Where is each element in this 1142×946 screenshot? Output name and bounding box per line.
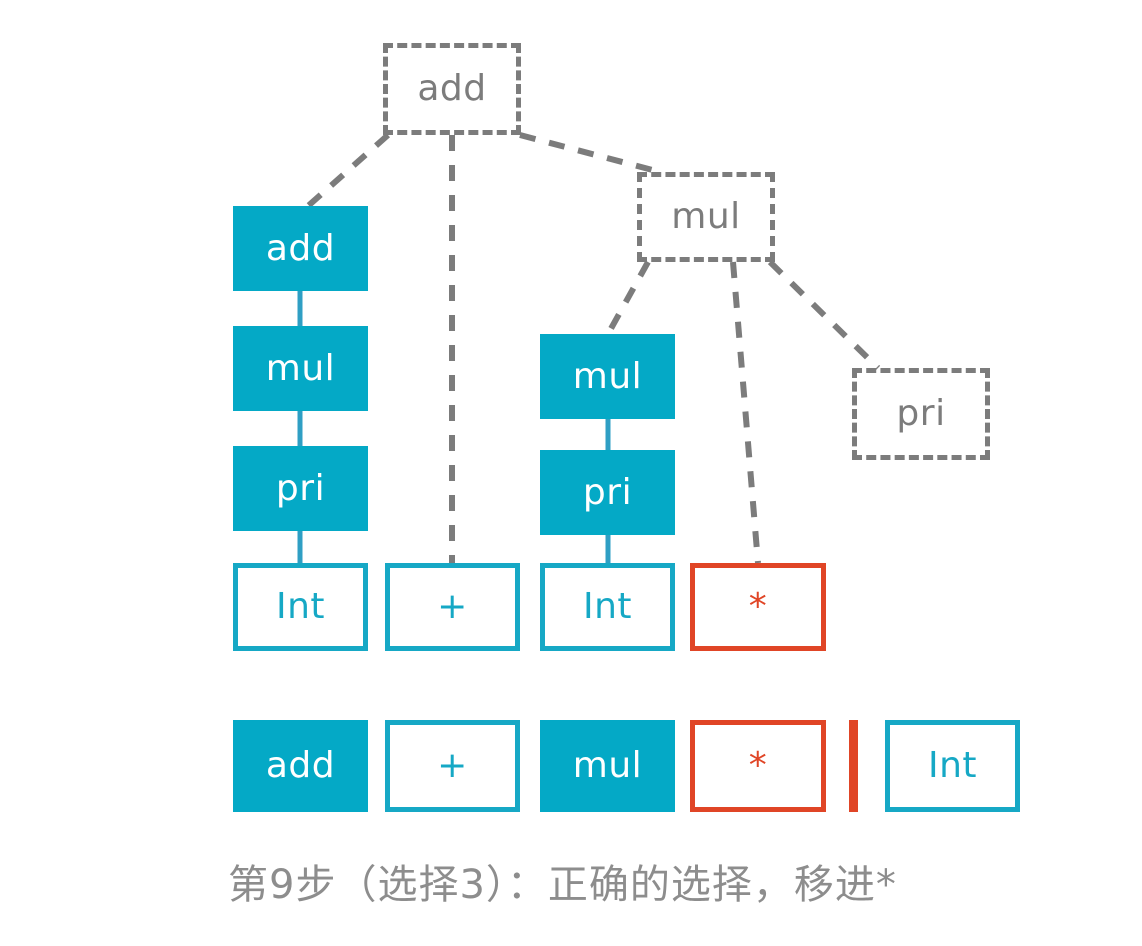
node-term-int-mid[interactable]: Int — [540, 563, 675, 651]
node-label: add — [265, 227, 336, 269]
node-stack-int[interactable]: Int — [885, 720, 1020, 812]
node-label: add — [417, 68, 487, 109]
node-left-add[interactable]: add — [233, 206, 368, 291]
node-label: Int — [927, 745, 978, 786]
node-left-mul[interactable]: mul — [233, 326, 368, 411]
edge-ghost-mul-to-ghost-pri — [767, 259, 881, 371]
edge-ghost-add-to-left-add — [306, 132, 390, 209]
node-label: add — [265, 745, 336, 786]
node-mid-pri[interactable]: pri — [540, 450, 675, 535]
node-label: Int — [275, 586, 326, 627]
node-label: + — [437, 745, 468, 786]
node-label: mul — [572, 355, 643, 397]
node-label: * — [748, 745, 768, 786]
node-mid-mul[interactable]: mul — [540, 334, 675, 419]
node-term-star[interactable]: * — [690, 563, 826, 651]
node-label: + — [437, 586, 468, 627]
edge-ghost-mul-to-term-star — [730, 261, 761, 564]
node-stack-plus[interactable]: + — [385, 720, 520, 812]
node-label: pri — [582, 471, 633, 513]
node-stack-star[interactable]: * — [690, 720, 826, 812]
node-ghost-pri[interactable]: pri — [852, 368, 990, 460]
node-label: mul — [572, 745, 643, 786]
node-label: pri — [896, 393, 946, 434]
node-ghost-mul[interactable]: mul — [637, 172, 775, 262]
node-label: Int — [582, 586, 633, 627]
node-left-pri[interactable]: pri — [233, 446, 368, 531]
edge-ghost-add-to-ghost-mul — [519, 132, 661, 175]
node-stack-mul[interactable]: mul — [540, 720, 675, 812]
node-label: mul — [671, 196, 741, 237]
edge-ghost-mul-to-mid-mul — [605, 260, 651, 336]
stack-divider-bar — [849, 720, 858, 812]
step-caption: 第9步（选择3）：正确的选择，移进* — [228, 862, 897, 908]
node-term-int-left[interactable]: Int — [233, 563, 368, 651]
node-label: pri — [275, 467, 326, 509]
node-label: * — [748, 586, 768, 627]
node-ghost-add[interactable]: add — [383, 43, 521, 135]
node-stack-add[interactable]: add — [233, 720, 368, 812]
node-term-plus[interactable]: + — [385, 563, 520, 651]
node-label: mul — [265, 347, 336, 389]
